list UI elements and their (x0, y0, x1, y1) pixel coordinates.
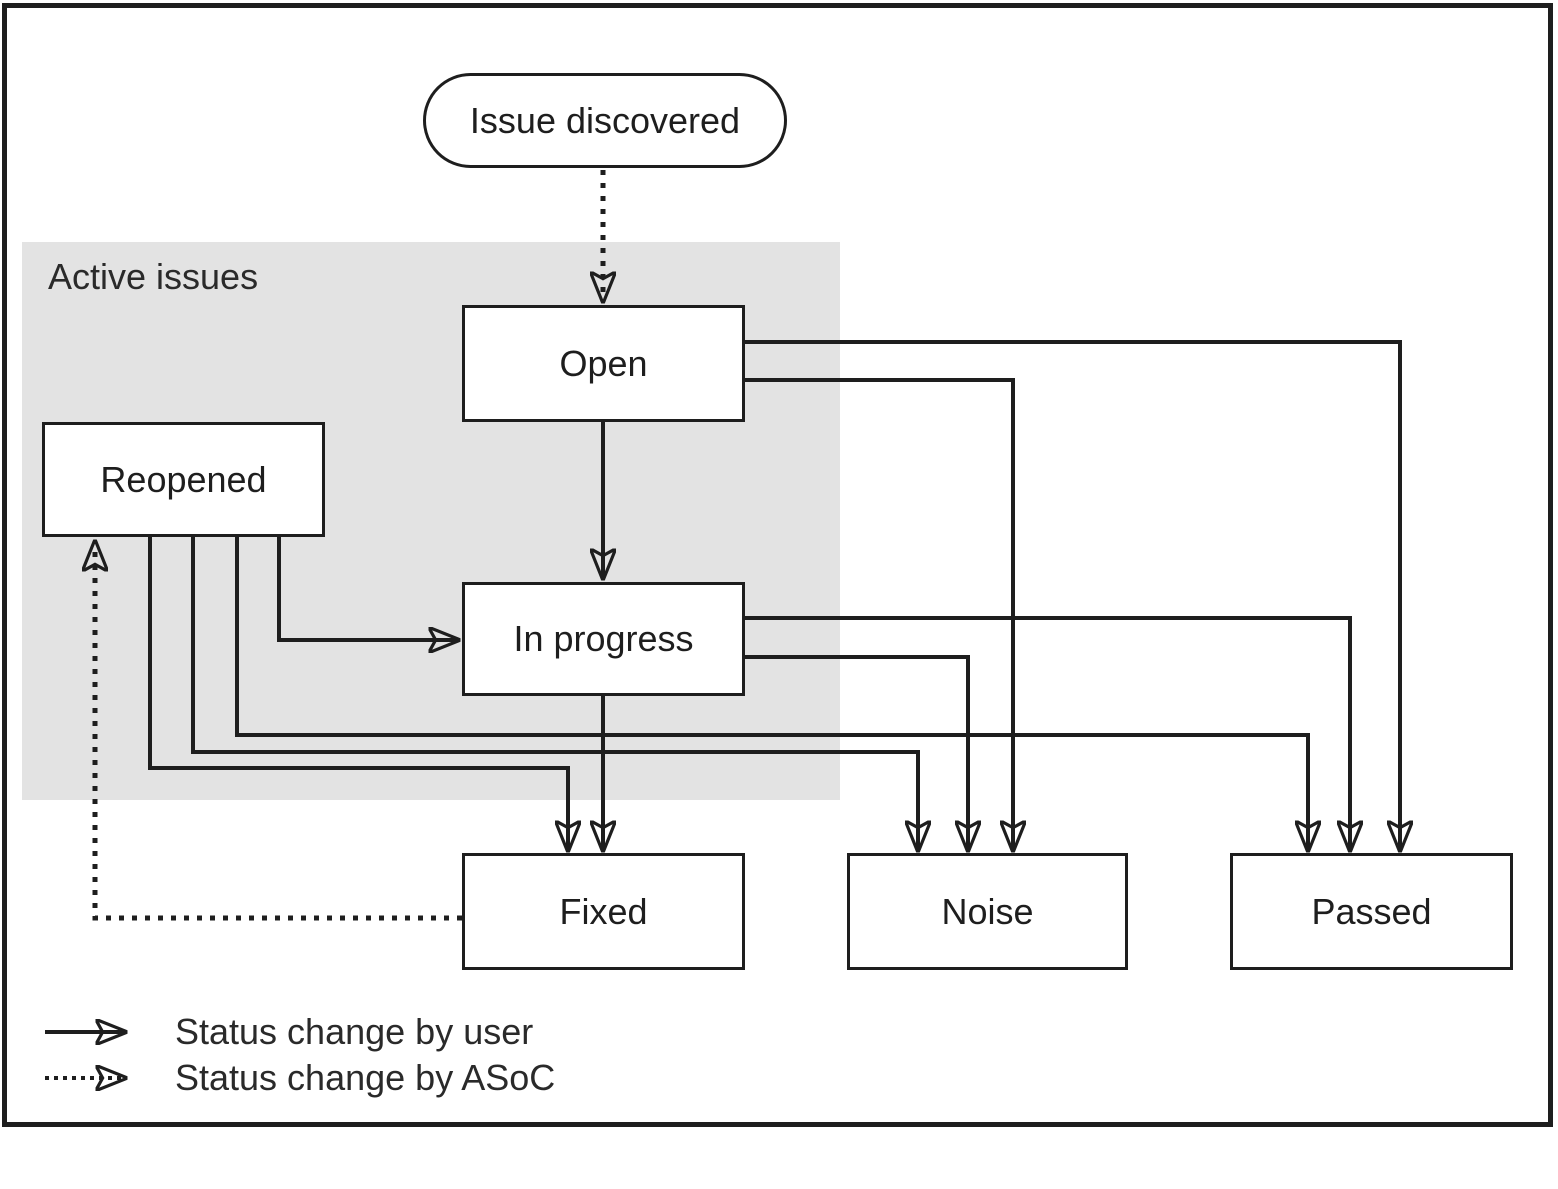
node-issue-discovered: Issue discovered (423, 73, 787, 168)
edge-reopened-to-noise (191, 537, 918, 851)
node-reopened: Reopened (42, 422, 325, 537)
edge-reopened-to-in-progress (277, 537, 459, 640)
active-issues-label: Active issues (48, 256, 259, 297)
node-fixed: Fixed (462, 853, 745, 970)
node-open: Open (462, 305, 745, 422)
edge-open-to-passed (745, 340, 1400, 851)
edge-reopened-to-fixed (148, 537, 568, 851)
node-noise: Noise (847, 853, 1128, 970)
outer-border (2, 3, 1553, 1127)
edge-in-progress-to-passed (745, 616, 1350, 851)
edge-open-to-noise (745, 378, 1013, 851)
legend-asoc-label: Status change by ASoC (175, 1057, 556, 1098)
edge-fixed-to-reopened (95, 541, 462, 921)
legend-user-label: Status change by user (175, 1011, 534, 1052)
node-passed: Passed (1230, 853, 1513, 970)
edge-reopened-to-passed (235, 537, 1308, 851)
edge-in-progress-to-noise (745, 655, 968, 851)
node-in-progress: In progress (462, 582, 745, 696)
